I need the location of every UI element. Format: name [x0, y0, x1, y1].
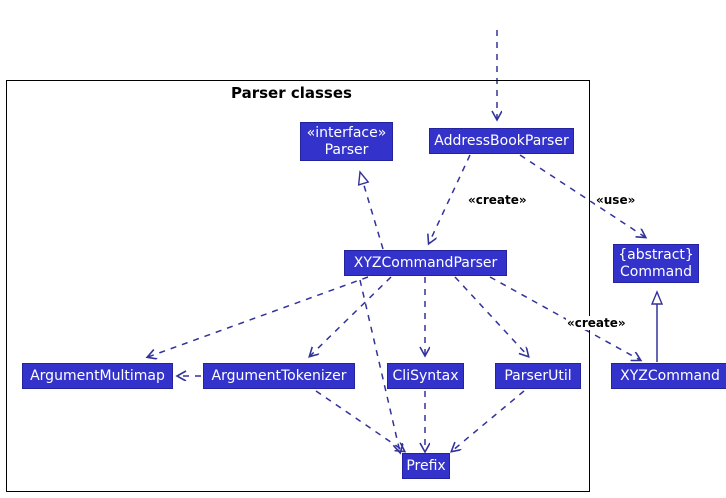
class-node-parser-name: Parser	[324, 141, 369, 158]
class-node-parser-stereotype: «interface»	[306, 124, 387, 141]
class-node-parser[interactable]: «interface» Parser	[300, 122, 393, 161]
class-node-xyz-command-parser[interactable]: XYZCommandParser	[344, 250, 507, 276]
class-node-argument-tokenizer[interactable]: ArgumentTokenizer	[203, 363, 355, 389]
class-node-cli-syntax[interactable]: CliSyntax	[387, 363, 464, 389]
edge-label-create-1: «create»	[467, 193, 528, 207]
class-node-command-modifier: {abstract}	[618, 246, 694, 263]
package-frame-title: Parser classes	[231, 84, 352, 102]
class-node-xyz-command-name: XYZCommand	[620, 367, 720, 384]
class-node-argument-multimap-name: ArgumentMultimap	[30, 367, 165, 384]
class-node-address-book-parser[interactable]: AddressBookParser	[429, 128, 574, 154]
class-node-parser-util[interactable]: ParserUtil	[495, 363, 581, 389]
class-node-argument-tokenizer-name: ArgumentTokenizer	[211, 367, 347, 384]
class-node-prefix[interactable]: Prefix	[402, 453, 450, 479]
class-node-address-book-parser-name: AddressBookParser	[434, 132, 569, 149]
class-node-parser-util-name: ParserUtil	[504, 367, 572, 384]
class-node-command[interactable]: {abstract} Command	[613, 244, 699, 283]
class-node-command-name: Command	[620, 263, 692, 280]
edge-label-use-1: «use»	[595, 193, 637, 207]
class-node-prefix-name: Prefix	[406, 457, 446, 474]
class-node-argument-multimap[interactable]: ArgumentMultimap	[22, 363, 173, 389]
class-node-xyz-command-parser-name: XYZCommandParser	[353, 254, 498, 271]
class-node-xyz-command[interactable]: XYZCommand	[611, 363, 726, 389]
class-node-cli-syntax-name: CliSyntax	[392, 367, 459, 384]
package-frame	[6, 80, 590, 492]
edge-label-create-2: «create»	[566, 316, 627, 330]
